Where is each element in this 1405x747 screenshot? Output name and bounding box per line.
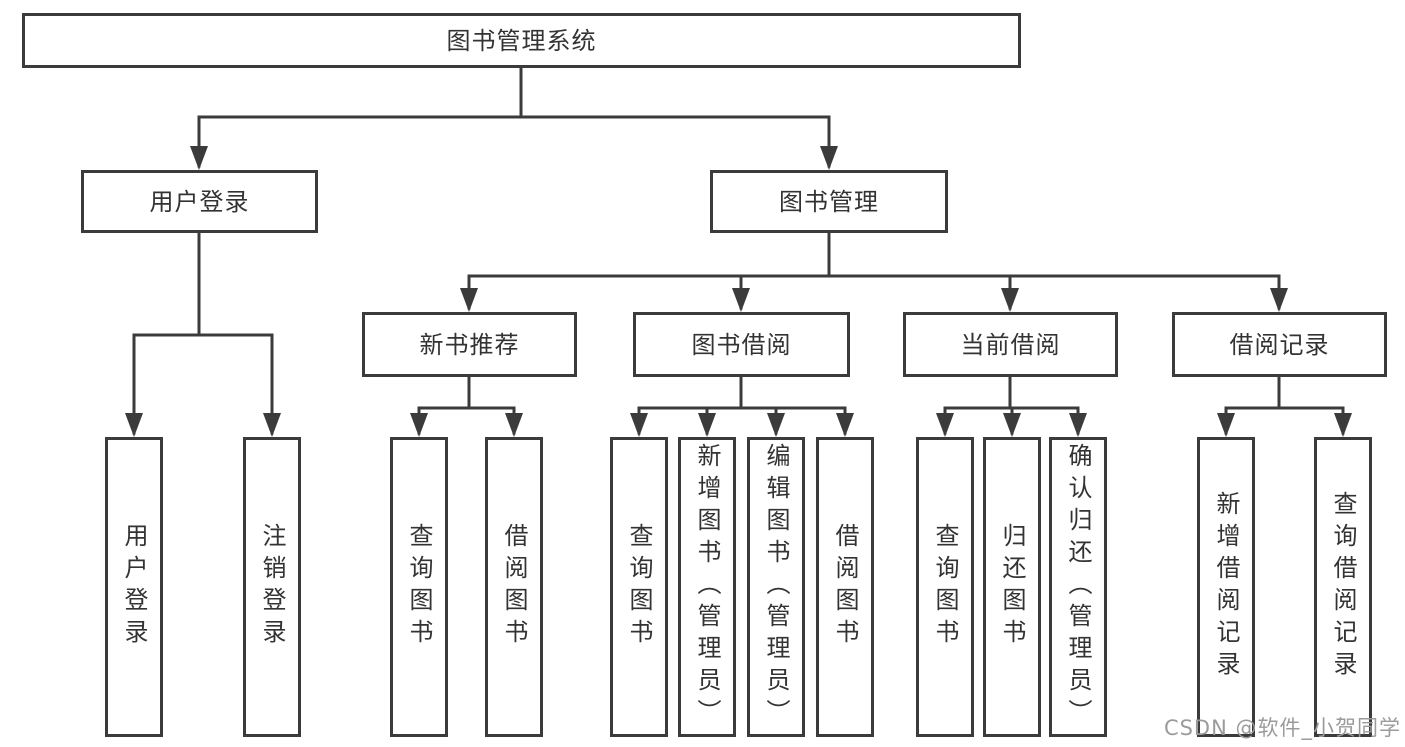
node-user-login: 用户登录 bbox=[81, 170, 318, 233]
leaf-edit-book-admin: 编辑图书（管理员） bbox=[747, 437, 805, 737]
node-book-borrow: 图书借阅 bbox=[633, 312, 850, 377]
leaf-query-books-current: 查询图书 bbox=[916, 437, 974, 737]
leaf-query-borrow-record: 查询借阅记录 bbox=[1314, 437, 1372, 737]
node-book-management: 图书管理 bbox=[710, 170, 948, 233]
leaf-logout: 注销登录 bbox=[243, 437, 301, 737]
leaf-add-borrow-record: 新增借阅记录 bbox=[1197, 437, 1255, 737]
leaf-return-book: 归还图书 bbox=[983, 437, 1041, 737]
arrowheads bbox=[125, 146, 1352, 437]
leaf-confirm-return-admin: 确认归还（管理员） bbox=[1049, 437, 1107, 737]
node-borrow-records: 借阅记录 bbox=[1172, 312, 1387, 377]
leaf-borrow-books-recommend: 借阅图书 bbox=[485, 437, 543, 737]
leaf-user-login: 用户登录 bbox=[105, 437, 163, 737]
leaf-borrow-books: 借阅图书 bbox=[816, 437, 874, 737]
node-library-management-system: 图书管理系统 bbox=[22, 13, 1021, 68]
leaf-query-books-recommend: 查询图书 bbox=[390, 437, 448, 737]
node-new-book-recommend: 新书推荐 bbox=[362, 312, 577, 377]
leaf-add-book-admin: 新增图书（管理员） bbox=[678, 437, 736, 737]
leaf-query-books-borrow: 查询图书 bbox=[610, 437, 668, 737]
node-current-borrow: 当前借阅 bbox=[903, 312, 1118, 377]
